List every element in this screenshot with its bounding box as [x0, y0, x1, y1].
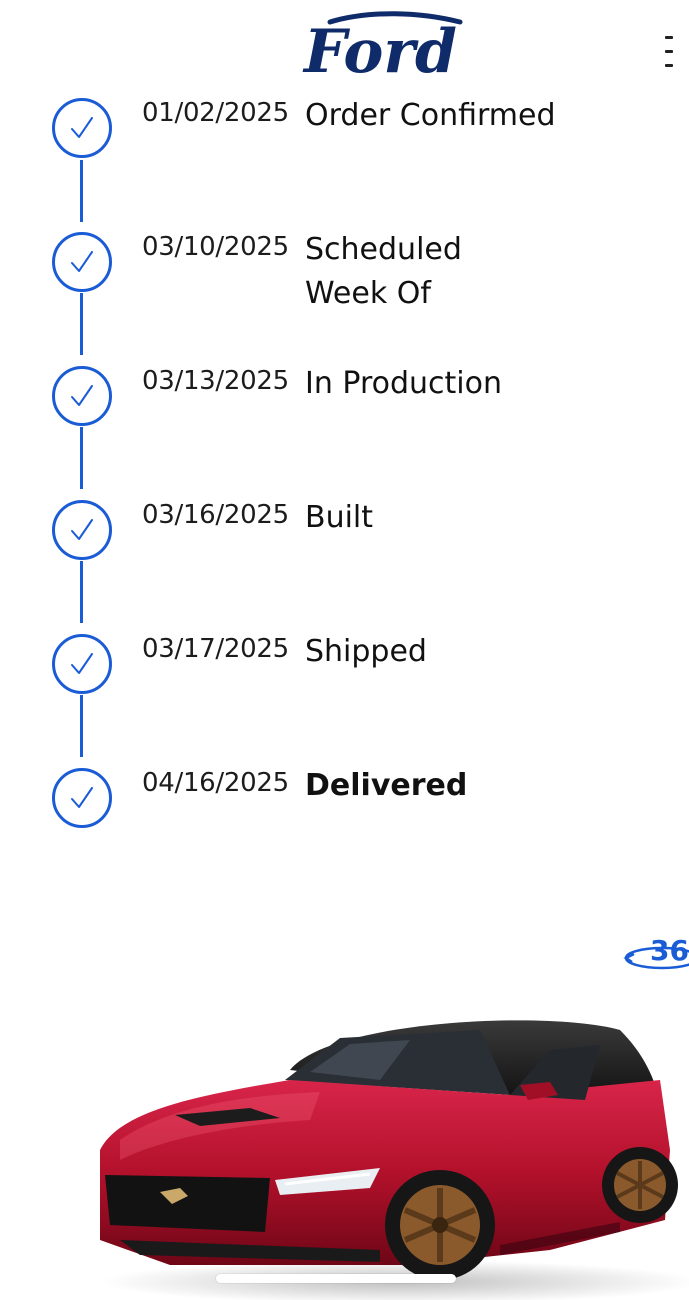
step-label: In Production	[305, 366, 503, 401]
home-indicator[interactable]	[216, 1274, 456, 1283]
header: Ford	[0, 0, 673, 96]
rotate-360-icon	[623, 946, 689, 970]
step-label: Scheduled Week Of	[305, 232, 462, 311]
step-label: Order Confirmed	[305, 98, 556, 133]
step-label: Shipped	[305, 634, 427, 669]
step-date: 03/16/2025	[142, 500, 289, 530]
step-label: Built	[305, 500, 374, 535]
order-timeline: 01/02/2025 Order Confirmed 03/10/2025 Sc…	[52, 98, 556, 828]
step-label-delivered: Delivered	[305, 768, 468, 803]
checkmark-icon	[71, 787, 93, 808]
timeline-connector	[80, 695, 83, 757]
step-date: 03/13/2025	[142, 366, 289, 396]
rotate-360-button[interactable]: 36	[622, 930, 689, 976]
checkmark-icon	[71, 653, 93, 674]
checkmark-icon	[71, 519, 93, 540]
ford-logo-text: Ford	[302, 17, 457, 87]
checkmark-icon	[71, 251, 93, 272]
step-status-circle	[52, 634, 112, 694]
step-date: 03/17/2025	[142, 634, 289, 664]
vehicle-image[interactable]	[80, 1000, 689, 1300]
step-status-circle	[52, 768, 112, 828]
step-status-circle	[52, 232, 112, 292]
checkmark-icon	[71, 385, 93, 406]
menu-icon[interactable]	[665, 36, 673, 76]
step-status-circle	[52, 500, 112, 560]
step-date: 04/16/2025	[142, 768, 289, 798]
step-status-circle	[52, 366, 112, 426]
timeline-connector	[80, 293, 83, 355]
ford-logo: Ford	[302, 11, 463, 87]
step-date: 01/02/2025	[142, 98, 289, 128]
timeline-connector	[80, 561, 83, 623]
rotate-360-text: 36	[650, 934, 689, 967]
timeline-connector	[80, 160, 83, 222]
timeline-connector	[80, 427, 83, 489]
step-status-circle	[52, 98, 112, 158]
checkmark-icon	[71, 117, 93, 138]
step-date: 03/10/2025	[142, 232, 289, 262]
